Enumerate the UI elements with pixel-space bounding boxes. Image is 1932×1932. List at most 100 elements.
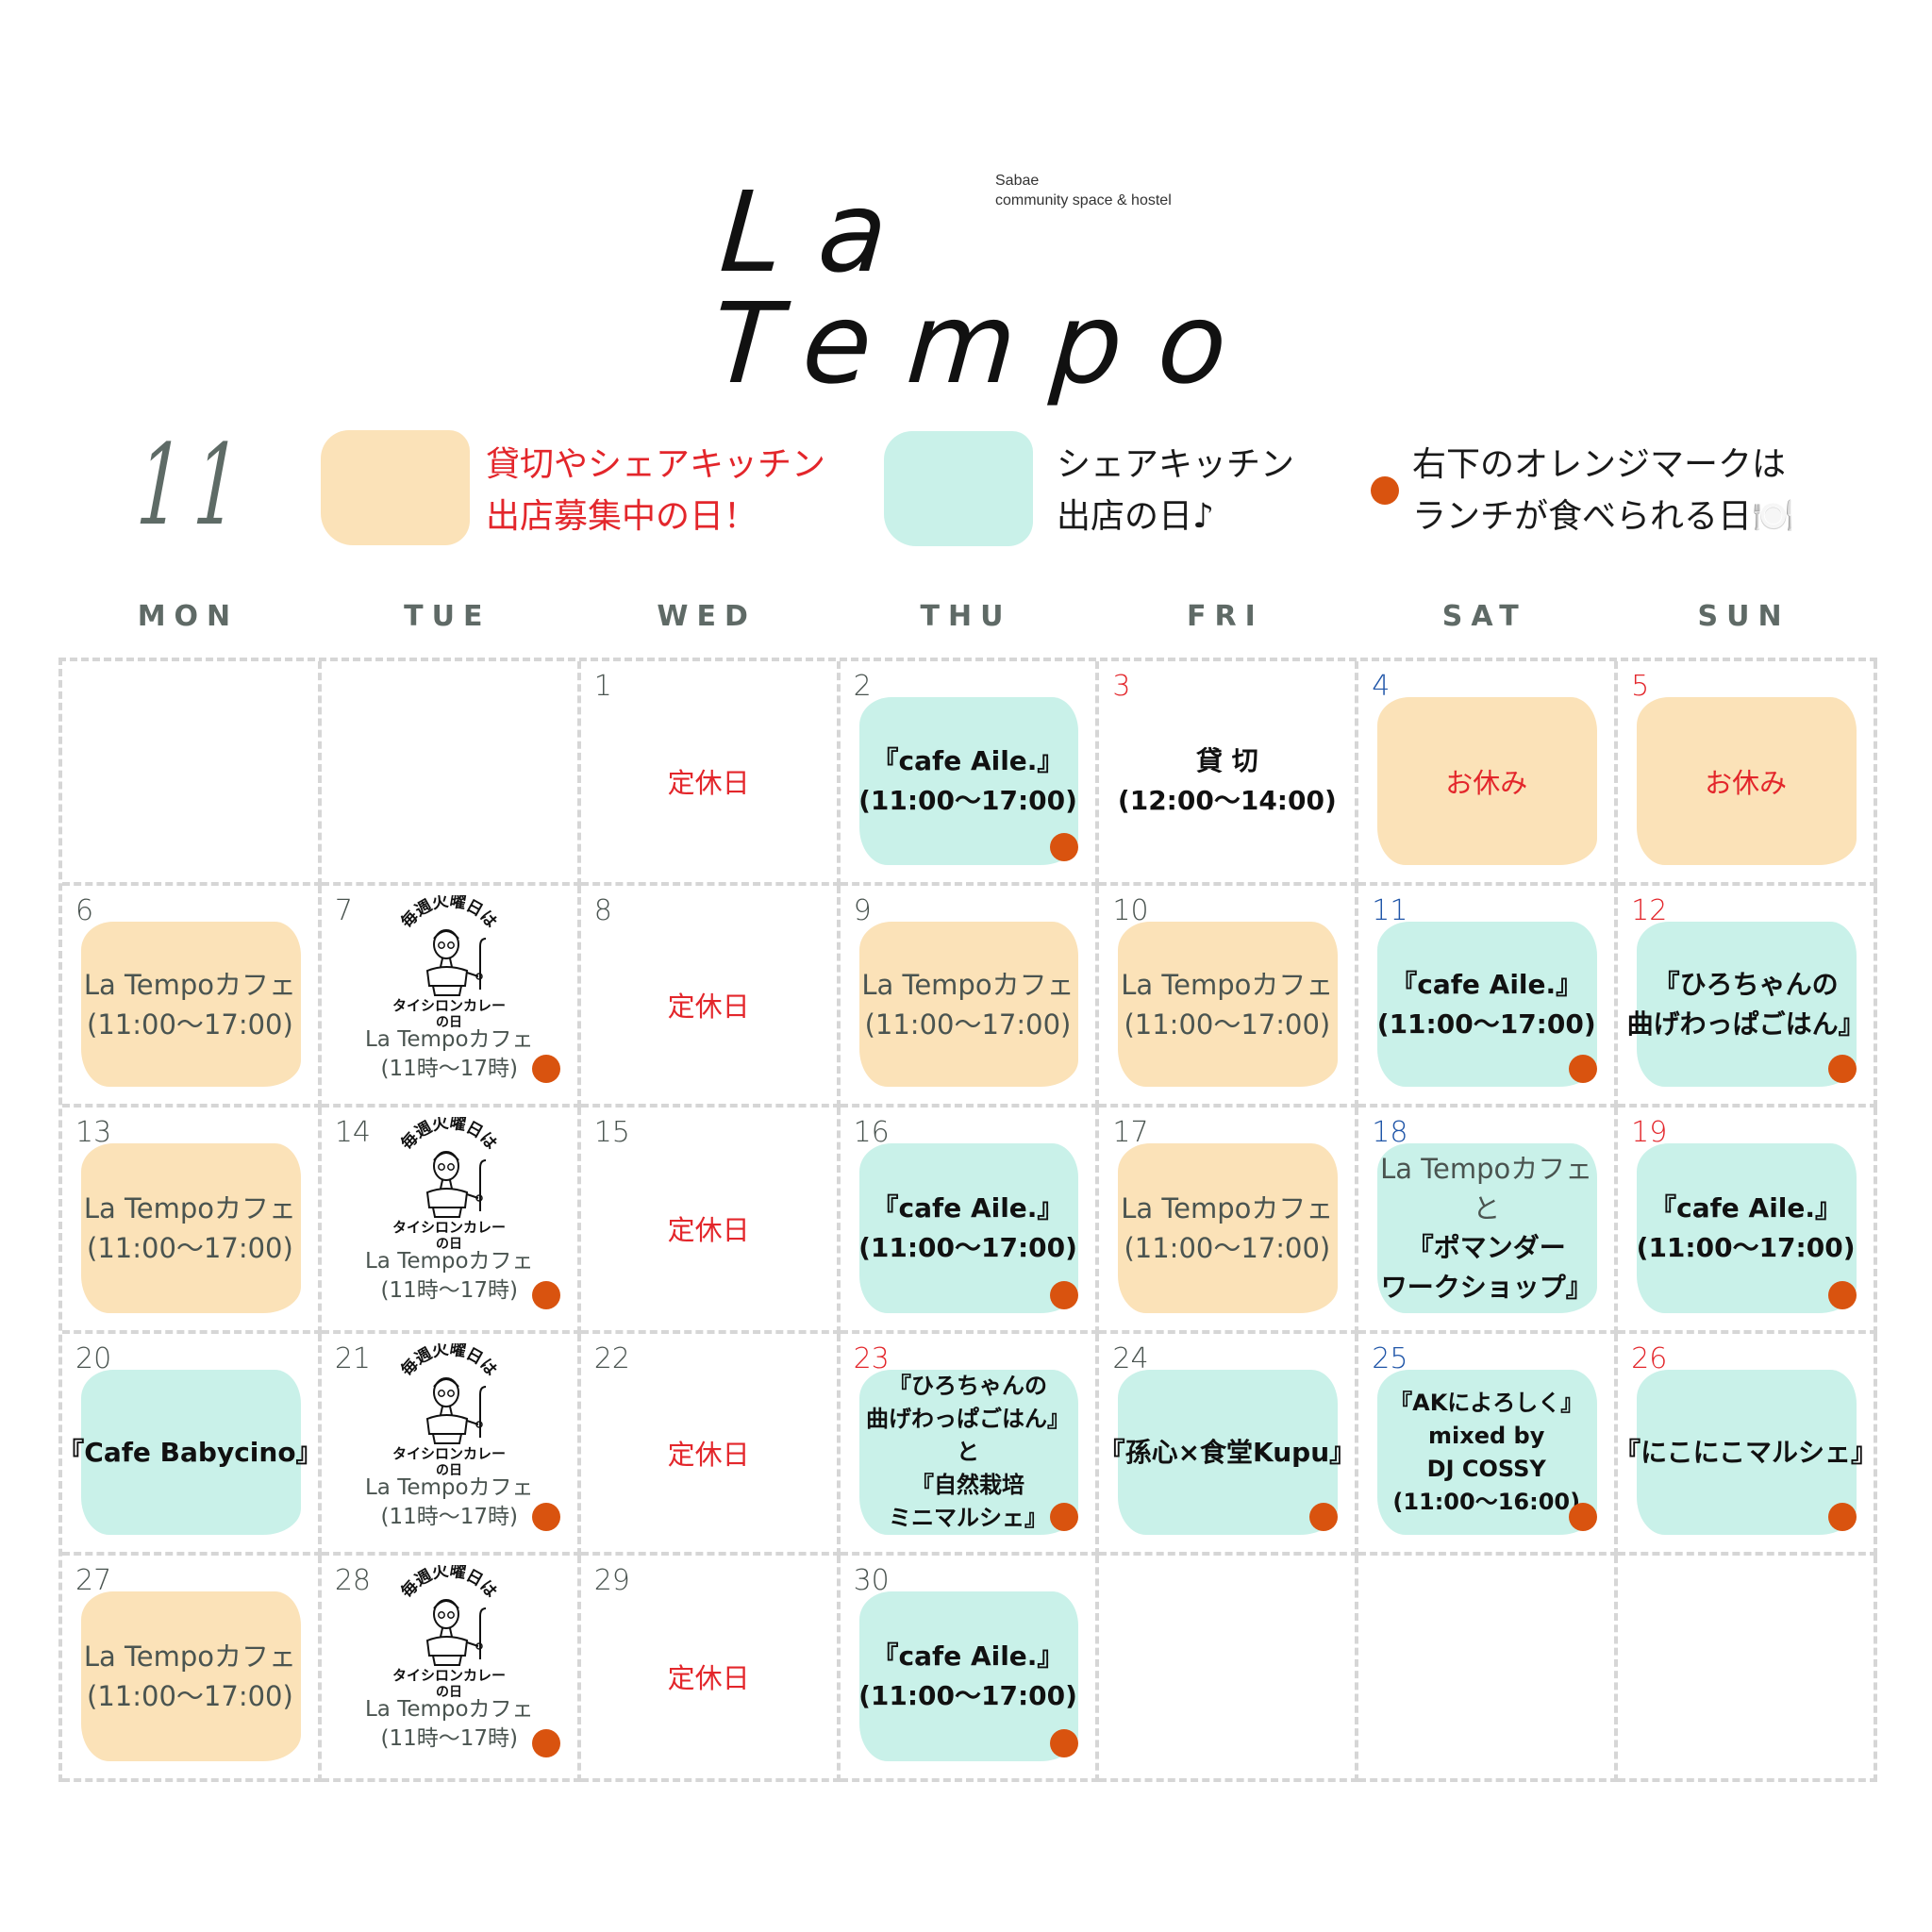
curry-stamp-illustration-icon: 毎週火曜日は タイシロンカレー の日 [392, 1561, 506, 1700]
day-number: 19 [1631, 1116, 1668, 1149]
day-number: 17 [1112, 1116, 1149, 1149]
calendar-day-13: 13 La Tempoカフェ(11:00〜17:00) [62, 1108, 322, 1334]
day-number: 21 [334, 1342, 372, 1375]
lunch-available-dot-icon [1828, 1281, 1857, 1309]
event-highlight-orange [1118, 1143, 1339, 1313]
day-number: 22 [593, 1342, 630, 1375]
lunch-available-dot-icon [1309, 1503, 1339, 1531]
weekday-wed: WED [657, 600, 757, 633]
svg-text:タイシロンカレー: タイシロンカレー [392, 997, 506, 1014]
event-text: 『にこにこマルシェ』 [1614, 1436, 1878, 1468]
event-highlight-orange [858, 922, 1079, 1087]
svg-text:の日: の日 [436, 1237, 462, 1249]
curry-stamp-illustration-icon: 毎週火曜日は タイシロンカレー の日 [392, 1340, 506, 1478]
event-text: お休み [1705, 767, 1788, 799]
month-number: 11 [133, 420, 257, 550]
event-highlight-teal [858, 1591, 1079, 1761]
svg-text:の日: の日 [436, 1015, 462, 1027]
day-number: 20 [75, 1342, 112, 1375]
event-text: La Tempoカフェ(11:00〜17:00) [83, 968, 297, 1041]
weekday-mon: MON [137, 600, 240, 633]
event-text: 『cafe Aile.』(11:00〜17:00) [1376, 968, 1596, 1040]
event-highlight-teal [858, 1370, 1079, 1535]
event-text: La Tempoカフェ(11時〜17時) [364, 1475, 534, 1529]
event-text: 『孫心×食堂Kupu』 [1098, 1436, 1357, 1468]
event-text: La Tempoカフェ(11:00〜17:00) [83, 1641, 297, 1712]
legend-teal-label: シェアキッチン 出店の日♪ [1057, 445, 1295, 536]
calendar-day-21: 21 毎週火曜日は タイシロンカレー の日 La Tempoカフェ(11時〜17… [321, 1334, 581, 1556]
lunch-available-dot-icon [531, 1729, 560, 1757]
curry-day-stamp: 毎週火曜日は タイシロンカレー の日 [388, 1340, 510, 1478]
day-number: 6 [75, 894, 94, 927]
calendar-day-24: 24『孫心×食堂Kupu』 [1098, 1334, 1359, 1556]
lunch-available-dot-icon [1569, 1055, 1598, 1083]
event-text: La Tempoカフェ(11時〜17時) [364, 1697, 534, 1751]
day-number: 25 [1372, 1342, 1408, 1375]
event-text: La Tempoカフェ(11時〜17時) [364, 1249, 534, 1303]
day-number: 10 [1112, 894, 1149, 927]
event-highlight-teal [858, 1143, 1079, 1313]
event-highlight-teal [1637, 1370, 1857, 1535]
weekday-sat: SAT [1441, 600, 1527, 633]
event-highlight-orange [1377, 697, 1598, 865]
calendar-day-30: 30『cafe Aile.』(11:00〜17:00) [840, 1556, 1100, 1782]
day-number: 8 [593, 894, 612, 927]
event-text: 『ひろちゃんの曲げわっぱごはん』と『自然栽培ミニマルシェ』 [865, 1373, 1070, 1531]
la-tempo-logo: La Tempo Sabae community space & hostel [708, 165, 1267, 408]
curry-day-stamp: 毎週火曜日は タイシロンカレー の日 [388, 891, 510, 1030]
event-highlight-teal [1637, 922, 1857, 1087]
event-text: La Tempoカフェ(11:00〜17:00) [83, 1192, 297, 1264]
lunch-available-dot-icon [531, 1281, 560, 1309]
legend-teal-swatch [884, 431, 1033, 546]
calendar-day-7: 7 毎週火曜日は タイシロンカレー の日 La Tempoカフェ(11時〜17時… [321, 886, 581, 1108]
calendar-day-18: 18 La Tempoカフェと『ポマンダーワークショップ』 [1358, 1108, 1619, 1334]
svg-text:タイシロンカレー: タイシロンカレー [392, 1667, 506, 1684]
svg-text:タイシロンカレー: タイシロンカレー [392, 1445, 506, 1462]
calendar-day-12: 12 『ひろちゃんの曲げわっぱごはん』 [1618, 886, 1877, 1108]
day-number: 27 [75, 1564, 112, 1597]
svg-text:毎週火曜日は: 毎週火曜日は [397, 1117, 501, 1154]
calendar-day-14: 14 毎週火曜日は タイシロンカレー の日 La Tempoカフェ(11時〜17… [321, 1108, 581, 1334]
day-number: 5 [1631, 670, 1650, 703]
lunch-available-dot-icon [1050, 1729, 1079, 1757]
event-highlight-teal [1118, 1370, 1339, 1535]
day-number: 12 [1631, 894, 1668, 927]
event-highlight-orange [1118, 922, 1339, 1087]
calendar-empty-cell [62, 661, 322, 886]
lunch-available-dot-icon [531, 1055, 560, 1083]
event-text: La Tempoカフェと『ポマンダーワークショップ』 [1380, 1153, 1593, 1303]
curry-stamp-illustration-icon: 毎週火曜日は タイシロンカレー の日 [392, 891, 506, 1030]
event-text: La Tempoカフェ(11:00〜17:00) [1121, 1192, 1334, 1264]
legend-lunch-label: 右下のオレンジマークは ランチが食べられる日🍽️ [1412, 445, 1794, 536]
lunch-available-dot-icon [1569, 1503, 1598, 1531]
event-highlight-teal [1377, 1143, 1598, 1313]
day-number: 18 [1372, 1116, 1408, 1149]
day-number: 3 [1112, 670, 1131, 703]
day-number: 28 [334, 1564, 372, 1597]
curry-stamp-illustration-icon: 毎週火曜日は タイシロンカレー の日 [392, 1113, 506, 1252]
day-number: 11 [1372, 894, 1408, 927]
event-text: La Tempoカフェ(11:00〜17:00) [861, 968, 1074, 1041]
event-text: 『ひろちゃんの曲げわっぱごはん』 [1626, 968, 1865, 1040]
day-number: 14 [334, 1116, 372, 1149]
weekday-header: MON TUE WED THU FRI SAT SUN [58, 600, 1874, 638]
lunch-available-dot-icon [1050, 1503, 1079, 1531]
weekday-sun: SUN [1697, 600, 1790, 633]
calendar-day-6: 6 La Tempoカフェ(11:00〜17:00) [62, 886, 322, 1108]
day-number: 7 [334, 894, 353, 927]
calendar-day-16: 16『cafe Aile.』(11:00〜17:00) [840, 1108, 1100, 1334]
lunch-available-dot-icon [531, 1503, 560, 1531]
event-highlight-orange [1637, 697, 1857, 865]
legend-orange-label: 貸切やシェアキッチン 出店募集中の日！ [486, 445, 826, 536]
event-text: お休み [1445, 767, 1528, 799]
day-number: 13 [75, 1116, 112, 1149]
lunch-available-dot-icon [1050, 1281, 1079, 1309]
curry-day-stamp: 毎週火曜日は タイシロンカレー の日 [388, 1561, 510, 1700]
